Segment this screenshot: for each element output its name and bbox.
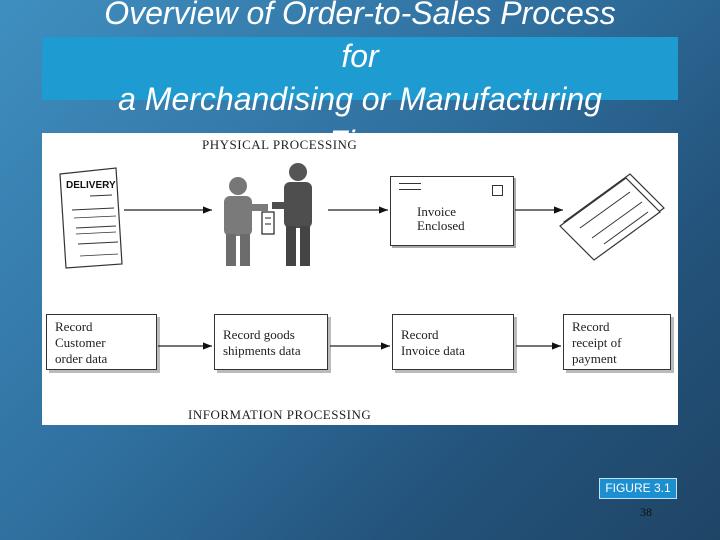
figure-label-badge: FIGURE 3.1 (599, 478, 677, 499)
page-number: 38 (640, 505, 652, 520)
